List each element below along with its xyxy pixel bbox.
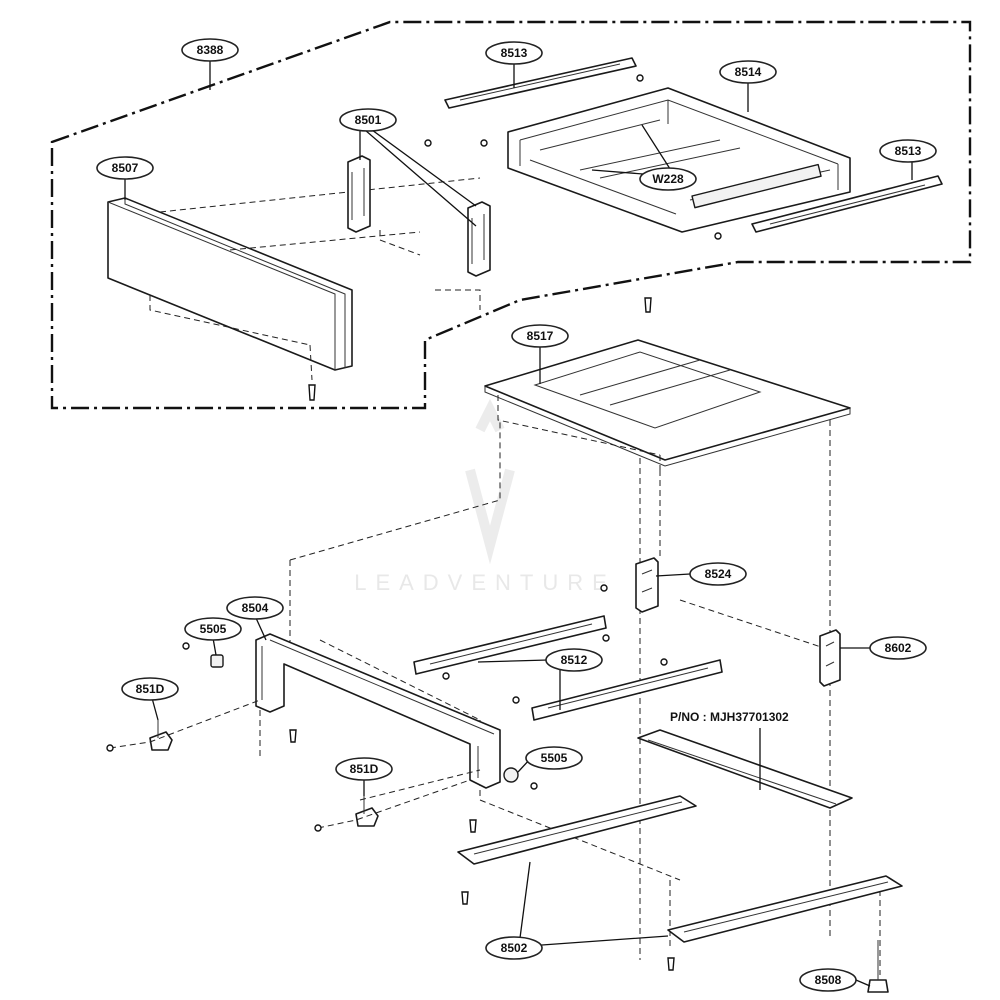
label-851D-right: 851D	[335, 757, 393, 781]
drawer-screws	[308, 74, 722, 401]
label-8388: 8388	[181, 38, 239, 62]
svg-text:8388: 8388	[197, 43, 224, 57]
part-8502-base-rail-left	[457, 795, 697, 865]
part-MJH37701302-channel	[637, 729, 853, 809]
svg-text:8513: 8513	[501, 46, 528, 60]
svg-text:8504: 8504	[242, 601, 269, 615]
svg-text:851D: 851D	[136, 682, 165, 696]
part-8512-rail-upper	[413, 615, 607, 675]
label-8513-top: 8513	[485, 41, 543, 65]
part-8524-clip	[635, 557, 659, 613]
label-8502: 8502	[485, 936, 543, 960]
label-8513-right: 8513	[879, 139, 937, 163]
svg-text:8512: 8512	[561, 653, 588, 667]
part-8504-front-frame	[255, 633, 501, 789]
part-8513-rail-top	[444, 57, 637, 109]
label-8602: 8602	[869, 636, 927, 660]
part-851D-foot-right	[355, 796, 379, 827]
label-W228: W228	[639, 167, 697, 191]
leader-lines	[124, 60, 913, 987]
svg-text:8501: 8501	[355, 113, 382, 127]
svg-text:851D: 851D	[350, 762, 379, 776]
svg-text:W228: W228	[652, 172, 684, 186]
label-8501: 8501	[339, 108, 397, 132]
guide-lines-8507	[149, 177, 481, 381]
label-8507: 8507	[96, 156, 154, 180]
svg-text:8517: 8517	[527, 329, 554, 343]
part-8502-base-rail-right	[667, 875, 903, 943]
svg-text:8602: 8602	[885, 641, 912, 655]
label-8508: 8508	[799, 968, 857, 992]
svg-text:8513: 8513	[895, 144, 922, 158]
svg-text:8507: 8507	[112, 161, 139, 175]
guide-lines-feet	[109, 699, 481, 829]
part-8512-rail-lower	[531, 659, 723, 721]
svg-text:8524: 8524	[705, 567, 732, 581]
label-851D-left: 851D	[121, 677, 179, 701]
part-number-label: P/NO : MJH37701302	[670, 710, 789, 724]
svg-text:5505: 5505	[541, 751, 568, 765]
part-8602-clip	[819, 629, 841, 687]
base-screws	[106, 584, 675, 971]
svg-text:8502: 8502	[501, 941, 528, 955]
drawer-assembly-boundary	[50, 20, 972, 410]
part-851D-foot-left	[149, 720, 173, 751]
part-8517-top-plate	[484, 339, 851, 467]
part-8508-foot	[867, 940, 889, 993]
part-8513-rail-right	[751, 175, 943, 233]
label-8524: 8524	[689, 562, 747, 586]
svg-text:8514: 8514	[735, 65, 762, 79]
label-8514: 8514	[719, 60, 777, 84]
part-8507-front-panel	[107, 197, 353, 371]
part-5505-nut-lower	[503, 767, 519, 783]
part-8501-bracket-left	[347, 155, 371, 233]
label-8517: 8517	[511, 324, 569, 348]
watermark: LEADVENTURE	[354, 398, 616, 595]
part-8514-drawer-tray	[507, 87, 851, 233]
part-8501-bracket-right	[467, 201, 491, 277]
label-8512: 8512	[545, 648, 603, 672]
label-5505-lower: 5505	[525, 746, 583, 770]
label-8504: 8504	[226, 596, 284, 620]
watermark-text: LEADVENTURE	[354, 570, 616, 595]
svg-text:8508: 8508	[815, 973, 842, 987]
svg-text:5505: 5505	[200, 622, 227, 636]
watermark-logo	[465, 398, 515, 565]
label-5505-upper: 5505	[184, 617, 242, 641]
part-5505-nut-upper	[210, 654, 224, 668]
